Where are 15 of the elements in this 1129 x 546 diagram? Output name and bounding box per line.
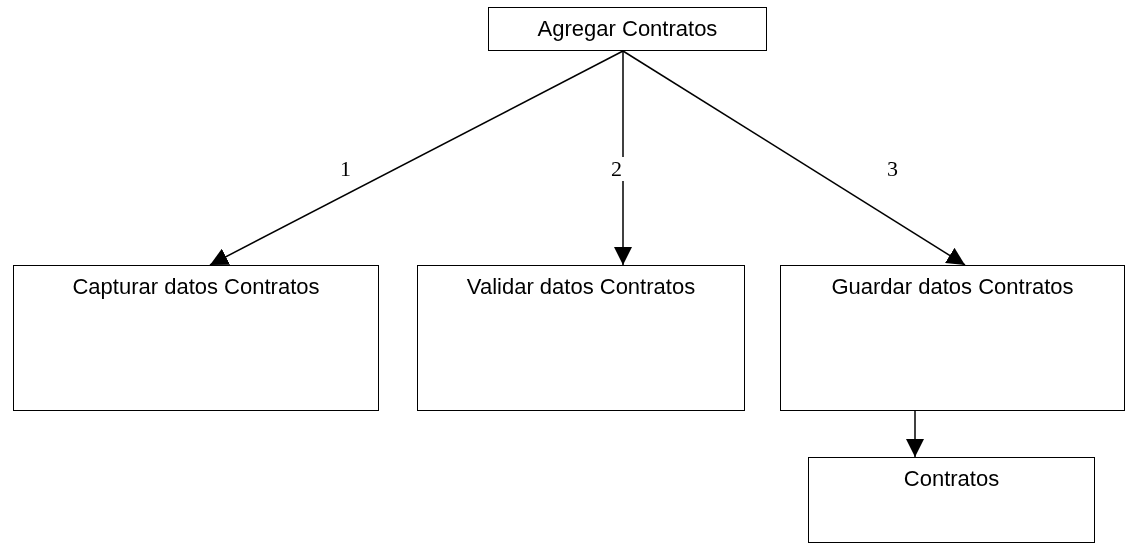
process-box	[13, 265, 379, 411]
arrow	[622, 50, 966, 266]
process-box	[488, 7, 767, 51]
process-box	[780, 265, 1125, 411]
box-label: Guardar datos Contratos	[830, 274, 1075, 300]
arrow	[906, 410, 924, 458]
box-label: Agregar Contratos	[536, 16, 719, 42]
edge-label: 2	[609, 157, 624, 181]
arrow	[209, 50, 624, 266]
arrow	[614, 50, 632, 266]
box-label: Validar datos Contratos	[465, 274, 697, 300]
box-label: Capturar datos Contratos	[71, 274, 321, 300]
process-box	[417, 265, 745, 411]
process-box	[808, 457, 1095, 543]
box-label: Contratos	[902, 466, 1001, 492]
